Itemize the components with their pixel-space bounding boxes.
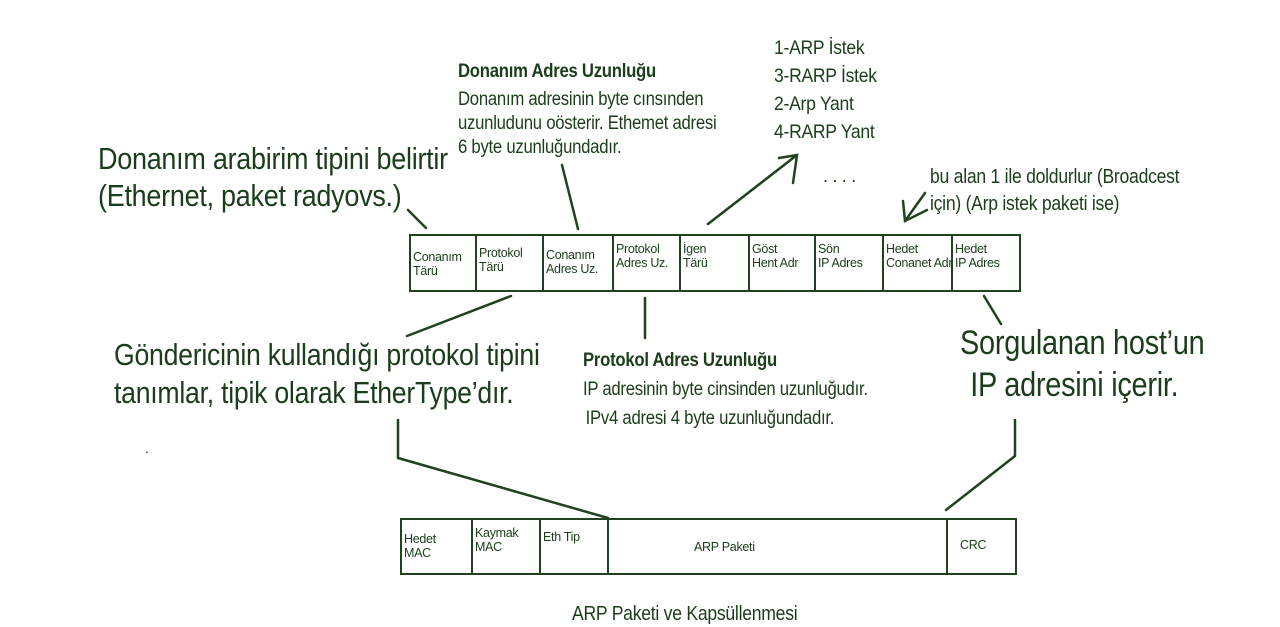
hardware-type-line2: (Ethernet, paket radyovs.) (98, 178, 402, 213)
field-label-line1: Eth Tip (543, 530, 580, 544)
arp-field-sender-hw-addr: Göst Hent Adr (748, 234, 816, 292)
target-hw-arrowhead (901, 199, 929, 223)
field-label-line1: ARP Paketi (694, 540, 755, 554)
field-label-line1: Sön (818, 242, 840, 256)
field-label-line1: Göst (752, 242, 778, 256)
arp-field-sender-ip: Sön IP Adres (814, 234, 884, 292)
opcode-item: 1-ARP İstek (774, 37, 865, 59)
arp-field-hardware-type: Conanım Tärü (409, 234, 477, 292)
field-label-line1: Hedet (955, 242, 987, 256)
field-label-line1: Conanım (546, 248, 595, 262)
frame-field-crc: CRC (946, 518, 1017, 575)
arp-field-target-ip: Hedet IP Adres (951, 234, 1021, 292)
protocol-type-note: Göndericinin kullandığı protokol tipini … (114, 336, 540, 412)
connector-hardware-addr-len (560, 163, 580, 231)
protocol-addr-len-note: Protokol Adres Uzunluğu IP adresinin byt… (583, 346, 868, 433)
diagram-caption: ARP Paketi ve Kapsüllenmesi (572, 603, 798, 625)
field-label-line1: Protokol (616, 242, 660, 256)
protocol-type-line2: tanımlar, tipik olarak EtherType’dır. (114, 375, 514, 410)
field-label-line2: Tärü (479, 260, 504, 275)
hardware-type-line1: Donanım arabirim tipini belirtir (98, 141, 448, 176)
field-label-line2: Tärü (683, 256, 708, 271)
target-hw-note: bu alan 1 ile doldurlur (Broadcest için)… (930, 164, 1180, 218)
field-label-line1: Protokol (479, 246, 523, 260)
connector-target-ip (982, 294, 1003, 326)
hardware-addr-len-title: Donanım Adres Uzunluğu (458, 61, 656, 82)
connector-frame-left (396, 418, 610, 520)
field-label-line1: Kaymak (475, 526, 519, 540)
connector-opcode-arrow (706, 153, 799, 226)
field-label-line2: Adres Uz. (616, 256, 669, 271)
arp-field-hardware-addr-len: Conanım Adres Uz. (542, 234, 614, 292)
field-label-line2: IP Adres (955, 256, 1000, 271)
connector-protocol-type (405, 294, 513, 338)
field-label-line2: Hent Adr (752, 256, 799, 271)
field-label-line1: İgen (683, 242, 707, 256)
field-label-line2: Adres Uz. (546, 262, 599, 277)
arp-field-protocol-type: Protokol Tärü (475, 234, 544, 292)
hardware-addr-len-line1: Donanım adresinin byte cınsınden (458, 89, 704, 110)
frame-field-dest-mac: Hedet MAC (400, 518, 473, 575)
target-hw-line2: için) (Arp istek paketi ise) (930, 193, 1120, 215)
protocol-addr-len-line1: IP adresinin byte cinsinden uzunluğudır. (583, 379, 868, 400)
field-label-line2: Conanet Adr (886, 256, 953, 271)
arp-field-opcode: İgen Tärü (679, 234, 750, 292)
target-ip-line1: Sorgulanan host’un (960, 324, 1205, 362)
hardware-addr-len-line2: uzunludunu oösterir. Ethemet adresi (458, 113, 717, 134)
protocol-addr-len-title: Protokol Adres Uzunluğu (583, 350, 777, 371)
protocol-type-line1: Göndericinin kullandığı protokol tipini (114, 337, 540, 372)
opcode-item: 3-RARP İstek (774, 65, 877, 87)
field-label-line1: Hedet (404, 532, 436, 546)
ellipsis: . . . . (823, 166, 856, 186)
field-label-line1: Conanım (413, 250, 462, 264)
field-label-line2: MAC (475, 540, 502, 555)
arp-field-target-hw-addr: Hedet Conanet Adr (882, 234, 953, 292)
frame-field-arp-payload: ARP Paketi (607, 518, 948, 575)
target-ip-note: Sorgulanan host’un IP adresini içerir. (960, 322, 1205, 406)
target-ip-line2: IP adresini içerir. (970, 366, 1179, 404)
field-label-line2: Tärü (413, 264, 438, 279)
connector-target-hw-arrow (903, 191, 927, 223)
field-label-line2: MAC (404, 546, 431, 561)
arp-field-protocol-addr-len: Protokol Adres Uz. (612, 234, 681, 292)
hardware-addr-len-note: Donanım Adres Uzunluğu Donanım adresinin… (458, 60, 717, 160)
connector-hardware-type (406, 208, 428, 230)
target-hw-line1: bu alan 1 ile doldurlur (Broadcest (930, 166, 1180, 188)
opcode-list: 1-ARP İstek 3-RARP İstek 2-Arp Yant 4-RA… (774, 34, 877, 146)
frame-field-eth-type: Eth Tip (539, 518, 609, 575)
hardware-addr-len-line3: 6 byte uzunluğundadır. (458, 137, 622, 158)
stray-dot: . (145, 440, 149, 456)
opcode-item: 2-Arp Yant (774, 93, 854, 115)
field-label-line2: IP Adres (818, 256, 863, 271)
protocol-addr-len-line2: IPv4 adresi 4 byte uzunluğundadır. (585, 408, 835, 429)
frame-field-src-mac: Kaymak MAC (471, 518, 541, 575)
opcode-item: 4-RARP Yant (774, 121, 875, 143)
hardware-type-note: Donanım arabirim tipini belirtir (Ethern… (98, 140, 448, 214)
connector-frame-right (944, 418, 1017, 512)
opcode-arrowhead (777, 153, 799, 185)
field-label-line1: CRC (960, 538, 987, 552)
field-label-line1: Hedet (886, 242, 918, 256)
